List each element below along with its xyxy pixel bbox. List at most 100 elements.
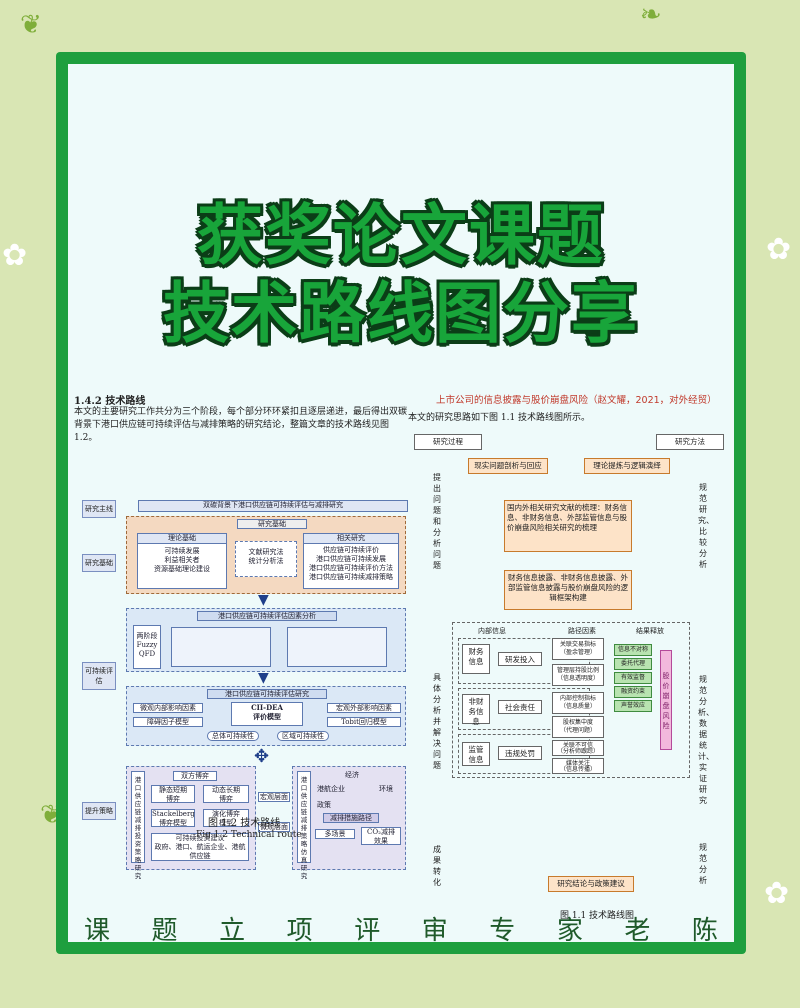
conclusion-box: 研究结论与政策建议 bbox=[548, 876, 634, 892]
crash-risk-bar: 股价崩盘风险 bbox=[660, 650, 672, 750]
multi-box: 多场景 bbox=[315, 829, 355, 839]
leaf-icon: ❦ bbox=[20, 10, 42, 40]
method1-label: 规范研究、比较分析 bbox=[698, 483, 714, 569]
analysis-group bbox=[452, 622, 690, 778]
overall-box: 总体可持续性 bbox=[207, 731, 259, 741]
eval-group: 港口供应链可持续评估研究 微观内部影响因素 宏观外部影响因素 障碍因子模型 To… bbox=[126, 686, 406, 746]
section-heading: 1.4.2 技术路线 bbox=[74, 396, 146, 407]
footer-char: 老 bbox=[624, 916, 651, 946]
sustain-advice-box: 可持续投资建议 政府、港口、航运企业、港航供应链 bbox=[151, 833, 249, 861]
left-paper: 1.4.2 技术路线 本文的主要研究工作共分为三个阶段，每个部分环环紧扣且逐层递… bbox=[68, 382, 413, 902]
right-paper: 上市公司的信息披露与股价崩盘风险（赵文耀，2021，对外经贸） 本文的研究思路如… bbox=[408, 382, 734, 922]
external-box: 监管信息 bbox=[462, 742, 490, 766]
theory-items: 可持续发展 利益相关者 资源基础理论建设 bbox=[154, 547, 210, 573]
disclosure-box: 财务信息披露、非财务信息披露、外部监管信息披露与股价崩盘风险的逻辑框架构建 bbox=[504, 570, 632, 610]
path-box-5: 关联不可信 （分析师跟踪） bbox=[552, 740, 604, 756]
method-header: 研究方法 bbox=[656, 434, 724, 450]
content-card: 获奖论文课题 技术路线图分享 1.4.2 技术路线 本文的主要研究工作共分为三个… bbox=[68, 64, 734, 946]
model2-box: Tobit回归模型 bbox=[327, 717, 401, 727]
col-internal: 内部信息 bbox=[478, 627, 506, 635]
macro-box: 宏观外部影响因素 bbox=[327, 703, 401, 713]
economy-label: 经济 bbox=[345, 771, 359, 779]
co2-box: CO₂减排 效果 bbox=[361, 827, 401, 845]
path-box-2: 管理层持股比例 （信息透明度） bbox=[552, 664, 604, 686]
game-box: 双方博弈 bbox=[173, 771, 217, 781]
rd-box: 研发投入 bbox=[498, 652, 542, 666]
static-box: 静态短期 博弈 bbox=[151, 785, 195, 803]
related-items: 供应链可持续评价 港口供应链可持续发展 港口供应链可持续评价方法 港口供应链可持… bbox=[309, 546, 393, 581]
path-box: 减排措施路径 bbox=[323, 813, 379, 823]
fin-box: 财务信息 bbox=[462, 644, 490, 674]
model1-box: 障碍因子模型 bbox=[133, 717, 203, 727]
figure-caption: 图 1.1 技术路线图 bbox=[560, 911, 635, 921]
two-stage-box: 两阶段 Fuzzy QFD bbox=[133, 625, 161, 669]
cii-dea-box: CII-DEA 评价模型 bbox=[231, 702, 303, 726]
factor-group: 港口供应链可持续评估因素分析 两阶段 Fuzzy QFD bbox=[126, 608, 406, 672]
footer-text: 课 题 立 项 评 审 专 家 老 陈 bbox=[84, 910, 718, 947]
side-label: 研究主线 bbox=[82, 500, 116, 518]
footer-char: 家 bbox=[556, 916, 583, 946]
stackelberg-box: Stackelberg 博弈模型 bbox=[151, 809, 195, 827]
strategy-left-label: 港口供应链减排投资策略研究 bbox=[131, 771, 145, 880]
process-header: 研究过程 bbox=[414, 434, 482, 450]
flower-icon: ✿ bbox=[766, 232, 792, 267]
research-basis-group: 研究基础 理论基础 可持续发展 利益相关者 资源基础理论建设 文献研究法 统计分… bbox=[126, 516, 406, 594]
down-arrow-icon: ▼ bbox=[258, 592, 269, 608]
micro-level: 微观层面 bbox=[258, 822, 290, 832]
side-label: 提升策略 bbox=[82, 802, 116, 820]
shipping-label: 港航企业 bbox=[317, 785, 345, 793]
factor-house-right bbox=[287, 627, 387, 667]
strategy-right-group: 港口供应链减排策略仿真研究 经济 港航企业 环境 政策 减排措施路径 多场景 C… bbox=[292, 766, 406, 880]
path-box-6: 媒体关注 （信息传播） bbox=[552, 758, 604, 774]
review-box: 国内外相关研究文献的梳理：财务信息、非财务信息、外部监管信息与股价崩盘风险相关研… bbox=[504, 500, 632, 552]
lit-box: 文献研究法 统计分析法 bbox=[235, 541, 297, 577]
fin-group bbox=[458, 638, 590, 684]
factor-house-left bbox=[171, 627, 271, 667]
footer-char: 题 bbox=[151, 916, 178, 946]
path-box-1: 关联交易指标 （盈余管理） bbox=[552, 638, 604, 660]
footer-char: 陈 bbox=[691, 916, 718, 946]
down-arrow-icon: ▼ bbox=[258, 670, 269, 686]
footer-char: 评 bbox=[354, 916, 381, 946]
figure-caption-cn: 图 1.2 技术路线 bbox=[208, 818, 281, 829]
strategy-left-group: 港口供应链减排投资策略研究 双方博弈 静态短期 博弈 动态长期 博弈 Stack… bbox=[126, 766, 256, 880]
footer-char: 审 bbox=[421, 916, 448, 946]
environment-label: 环境 bbox=[379, 785, 393, 793]
top-banner: 双碳背景下港口供应链可持续评估与减排研究 bbox=[138, 500, 408, 512]
research-basis-label: 研究基础 bbox=[237, 519, 307, 529]
mechanism-box-4: 融资约束 bbox=[614, 686, 652, 698]
title-line2: 技术路线图分享 bbox=[163, 275, 639, 352]
flower-icon: ✿ bbox=[2, 238, 28, 273]
footer-char: 专 bbox=[489, 916, 516, 946]
stage2-label: 具体分析并解决问题 bbox=[433, 673, 441, 770]
footer-char: 项 bbox=[286, 916, 313, 946]
regional-box: 区域可持续性 bbox=[277, 731, 329, 741]
policy-label: 政策 bbox=[317, 801, 331, 809]
factor-banner: 港口供应链可持续评估因素分析 bbox=[197, 611, 337, 621]
paper-title: 上市公司的信息披露与股价崩盘风险（赵文耀，2021，对外经贸） bbox=[436, 395, 717, 406]
theory-box: 理论提炼与逻辑演绎 bbox=[584, 458, 670, 474]
method2-label: 规范分析、数据统计、实证研究 bbox=[698, 675, 714, 805]
green-frame: 获奖论文课题 技术路线图分享 1.4.2 技术路线 本文的主要研究工作共分为三个… bbox=[56, 52, 746, 954]
side-label: 研究基础 bbox=[82, 554, 116, 572]
violation-box: 违规处罚 bbox=[498, 746, 542, 760]
strategy-right-label: 港口供应链减排策略仿真研究 bbox=[297, 771, 311, 880]
reality-box: 现实问题剖析与回应 bbox=[468, 458, 548, 474]
related-box: 相关研究 供应链可持续评价 港口供应链可持续发展 港口供应链可持续评价方法 港口… bbox=[303, 533, 399, 589]
footer-char: 立 bbox=[219, 916, 246, 946]
mechanism-box-1: 信息不对称 bbox=[614, 644, 652, 656]
theory-box: 理论基础 可持续发展 利益相关者 资源基础理论建设 bbox=[137, 533, 227, 589]
stage1-label: 提出问题和分析问题 bbox=[433, 473, 441, 570]
cross-arrow-icon: ✥ bbox=[254, 746, 270, 767]
footer-char: 课 bbox=[84, 916, 111, 946]
flower-icon: ✿ bbox=[764, 876, 790, 911]
mechanism-box-2: 委托代理 bbox=[614, 658, 652, 670]
paragraph: 本文的主要研究工作共分为三个阶段，每个部分环环紧扣且逐层递进，最后得出双碳背景下… bbox=[74, 407, 408, 443]
theory-basis-label: 理论基础 bbox=[138, 534, 226, 544]
stage3-label: 成果转化 bbox=[433, 845, 441, 887]
col-result: 结果释放 bbox=[636, 627, 664, 635]
figure-caption-en: Fig 1.2 Technical route bbox=[196, 830, 302, 840]
col-path: 路径因素 bbox=[568, 627, 596, 635]
nonfin-box: 非财务信息 bbox=[462, 694, 490, 726]
leaf-icon: ❧ bbox=[640, 0, 662, 30]
